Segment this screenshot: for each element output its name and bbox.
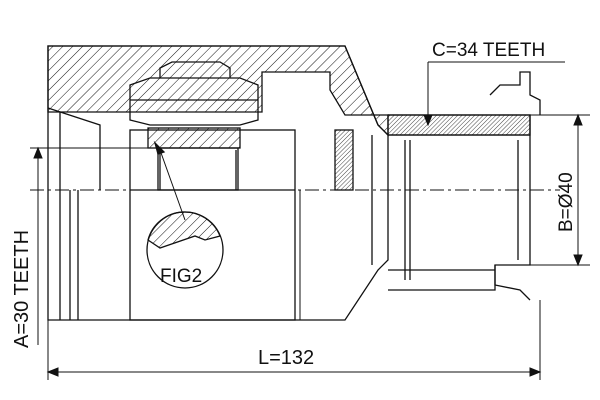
shaft-outline: [388, 114, 531, 291]
cage-hatched: [147, 127, 241, 149]
dust-cover-flange: [489, 71, 541, 115]
label-length: L=132: [258, 347, 314, 369]
label-outer-teeth: C=34 TEETH: [432, 40, 545, 61]
label-diameter: B=Ø40: [556, 172, 577, 232]
label-fig2: FIG2: [160, 266, 202, 287]
housing-hatched-section: [47, 45, 389, 137]
ball: [129, 77, 259, 126]
fig2-hatched-segment: [147, 211, 221, 249]
label-inner-teeth: A=30 TEETH: [11, 230, 33, 348]
shaft-hatched-band: [387, 114, 531, 136]
